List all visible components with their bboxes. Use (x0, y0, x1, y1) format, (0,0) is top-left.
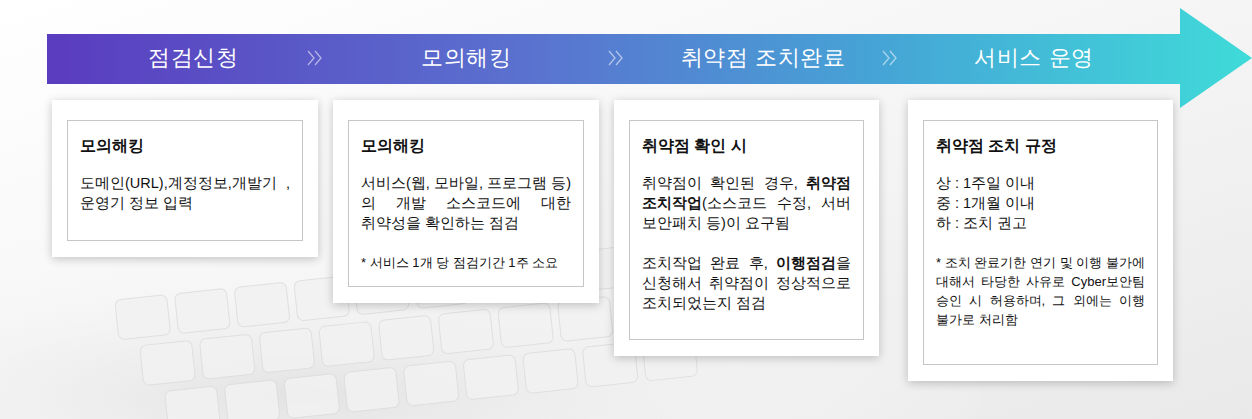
chevron-symbol (609, 51, 615, 65)
card-note: * 조치 완료기한 연기 및 이행 불가에 대해서 타당한 사유로 Cyber보… (936, 253, 1145, 329)
card-body: 서비스(웹, 모바일, 프로그램 등)의 개발 소스코드에 대한 취약성을 확인… (361, 173, 571, 233)
rule-line: 하 : 조치 권고 (936, 213, 1145, 233)
inner-frame: 모의해킹서비스(웹, 모바일, 프로그램 등)의 개발 소스코드에 대한 취약성… (348, 120, 584, 287)
stage-label: 점검신청 (148, 43, 238, 73)
rule-line: 중 : 1개월 이내 (936, 193, 1145, 213)
stage-label: 서비스 운영 (974, 43, 1093, 73)
chevron-symbol (883, 51, 889, 65)
rule-line: 상 : 1주일 이내 (936, 173, 1145, 193)
card-body: 도메인(URL),계정정보,개발기 ,운영기 정보 입력 (80, 173, 290, 213)
chevron-symbol (308, 51, 314, 65)
step-card: 모의해킹서비스(웹, 모바일, 프로그램 등)의 개발 소스코드에 대한 취약성… (333, 100, 599, 303)
chevron-symbol (616, 51, 622, 65)
arrow-shape (47, 8, 1252, 108)
card-note: * 서비스 1개 당 점검기간 1주 소요 (361, 253, 571, 272)
chevron-symbol (890, 51, 896, 65)
card-heading: 취약점 확인 시 (642, 135, 851, 157)
process-banner: 점검신청 모의해킹 취약점 조치완료 서비스 운영 (47, 6, 1252, 110)
bold-run: 이행점검 (776, 255, 836, 271)
step-card: 모의해킹도메인(URL),계정정보,개발기 ,운영기 정보 입력 (52, 100, 318, 257)
card-heading: 취약점 조치 규정 (936, 135, 1145, 157)
stage-label: 취약점 조치완료 (681, 43, 845, 73)
text-run: 조치작업 완료 후, (642, 255, 776, 271)
card-heading: 모의해킹 (361, 135, 571, 157)
card-body: 조치작업 완료 후, 이행점검을 신청해서 취약점이 정상적으로 조치되었는지 … (642, 253, 851, 313)
inner-frame: 취약점 조치 규정상 : 1주일 이내중 : 1개월 이내하 : 조치 권고 * … (923, 120, 1158, 365)
inner-frame: 취약점 확인 시취약점이 확인된 경우, 취약점 조치작업(소스코드 수정, 서… (629, 120, 864, 340)
chevron-symbol (315, 51, 321, 65)
inner-frame: 모의해킹도메인(URL),계정정보,개발기 ,운영기 정보 입력 (67, 120, 303, 241)
step-card: 취약점 확인 시취약점이 확인된 경우, 취약점 조치작업(소스코드 수정, 서… (614, 100, 879, 356)
step-card: 취약점 조치 규정상 : 1주일 이내중 : 1개월 이내하 : 조치 권고 * … (908, 100, 1173, 381)
stage-label: 모의해킹 (421, 43, 511, 73)
card-body: 취약점이 확인된 경우, 취약점 조치작업(소스코드 수정, 서버 보안패치 등… (642, 173, 851, 233)
text-run: 취약점이 확인된 경우, (642, 175, 806, 191)
card-heading: 모의해킹 (80, 135, 290, 157)
keyboard-keys (115, 240, 698, 419)
